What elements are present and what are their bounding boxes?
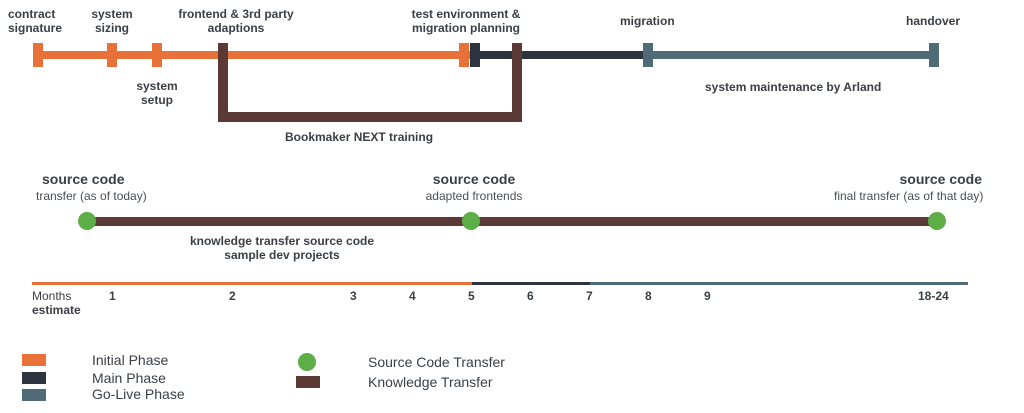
legend-main-phase: Main Phase (92, 370, 166, 386)
milestone-title: source code (899, 171, 982, 187)
legend-initial-phase: Initial Phase (92, 352, 169, 368)
label-migration: migration (620, 14, 675, 28)
source-code-dot-3 (928, 212, 946, 230)
marker-contract-signature (33, 43, 43, 67)
milestone-subtitle: adapted frontends (425, 189, 523, 203)
knowledge-line-2: sample dev projects (224, 248, 340, 262)
marker-main-start (470, 43, 480, 67)
knowledge-transfer-label: knowledge transfer source code sample de… (172, 234, 392, 262)
legend-swatch-initial (22, 354, 46, 366)
month-tick: 9 (704, 289, 711, 303)
axis-initial (32, 282, 472, 285)
months-axis-label: Months estimate (32, 289, 81, 317)
marker-migration (643, 43, 653, 67)
label-signature: signature (8, 21, 63, 35)
initial-phase-bar (38, 51, 470, 59)
marker-test-environment (459, 43, 469, 67)
label-test-environment: test environment & migration planning (395, 7, 537, 35)
label-adaptions: adaptions (207, 21, 265, 35)
milestone-title: source code (42, 171, 125, 187)
legend-swatch-golive (22, 389, 46, 401)
legend-source-dot (298, 353, 316, 371)
label-maintenance: system maintenance by Arland (705, 80, 882, 94)
label-system-setup: system setup (127, 79, 187, 107)
marker-system-sizing (107, 43, 117, 67)
month-tick: 5 (468, 289, 475, 303)
estimate-label: estimate (32, 303, 81, 317)
label-contract: contract (8, 7, 56, 21)
legend-golive-phase: Go-Live Phase (92, 386, 185, 402)
source-code-dot-2 (462, 212, 480, 230)
label-frontend-adaptions: frontend & 3rd party adaptions (160, 7, 312, 35)
source-code-dot-1 (78, 212, 96, 230)
golive-phase-bar (648, 51, 936, 59)
label-frontend: frontend & 3rd party (178, 7, 294, 21)
training-bracket (218, 43, 522, 122)
label-bookmaker-training: Bookmaker NEXT training (285, 130, 434, 144)
label-setup: setup (140, 93, 173, 107)
month-tick: 4 (409, 289, 416, 303)
label-system: system (91, 7, 133, 21)
legend-source-code-transfer: Source Code Transfer (368, 354, 505, 370)
legend-knowledge-transfer: Knowledge Transfer (368, 374, 493, 390)
knowledge-transfer-bar (87, 217, 937, 226)
month-tick: 1 (109, 289, 116, 303)
legend-swatch-knowledge (296, 376, 320, 388)
source-code-milestone-1: source code transfer (as of today) (36, 171, 147, 203)
legend-swatch-main (22, 372, 46, 384)
month-tick: 2 (229, 289, 236, 303)
source-code-milestone-3: source code final transfer (as of that d… (834, 171, 1020, 203)
label-system-2: system (136, 79, 178, 93)
label-system-sizing: system sizing (82, 7, 142, 35)
month-tick: 18-24 (918, 289, 949, 303)
month-tick: 3 (350, 289, 357, 303)
label-handover: handover (906, 14, 961, 28)
axis-main (472, 282, 590, 285)
months-label: Months (32, 289, 72, 303)
axis-golive (590, 282, 968, 285)
marker-handover (929, 43, 939, 67)
label-sizing: sizing (94, 21, 129, 35)
label-migration-planning: migration planning (412, 21, 520, 35)
source-code-milestone-2: source code adapted frontends (404, 171, 544, 203)
milestone-title: source code (432, 171, 516, 187)
month-tick: 8 (645, 289, 652, 303)
label-test-env: test environment & (411, 7, 521, 21)
milestone-subtitle: transfer (as of today) (36, 189, 147, 203)
month-tick: 6 (527, 289, 534, 303)
milestone-subtitle: final transfer (as of that day) (834, 189, 984, 203)
knowledge-line-1: knowledge transfer source code (189, 234, 375, 248)
label-contract-signature: contract signature (8, 7, 62, 35)
marker-system-setup (152, 43, 162, 67)
month-tick: 7 (586, 289, 593, 303)
main-phase-bar (470, 51, 648, 59)
